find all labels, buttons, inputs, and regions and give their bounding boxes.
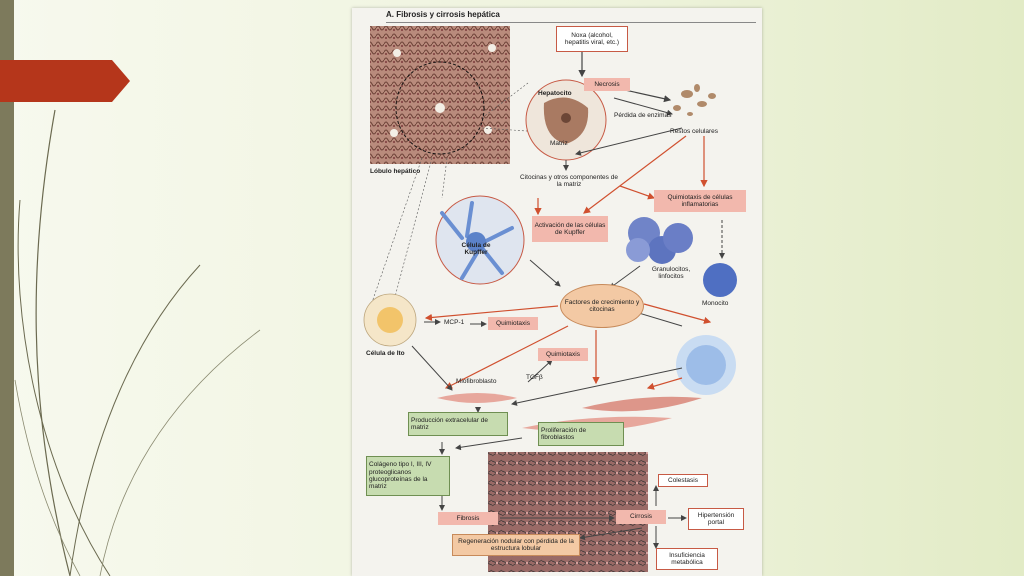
box-quimiotaxis-2: Quimiotaxis [538,348,588,361]
label-celula-kupffer: Célula de Kupffer [461,242,491,257]
lobule-tissue-image [370,26,510,164]
label-restos: Restos celulares [670,128,719,135]
box-hipertension: Hipertensión portal [688,508,744,530]
box-cirrosis: Cirrosis [616,510,666,524]
textbook-figure-page: A. Fibrosis y cirrosis hepática [352,8,762,576]
title-rule [386,22,756,23]
label-lobulo: Lóbulo hepático [370,168,421,175]
box-factores: Factores de crecimiento y citocinas [560,284,644,328]
box-produccion: Producción extracelular de matriz [408,412,508,436]
label-citocinas: Citocinas y otros componentes de la matr… [520,174,618,189]
label-granulocitos: Granulocitos, linfocitos [651,266,691,281]
box-proliferacion: Proliferación de fibroblastos [538,422,624,446]
box-fibrosis: Fibrosis [438,512,498,525]
label-monocito: Monocito [702,300,729,307]
label-hepatocito: Hepatocito [538,90,572,97]
box-necrosis: Necrosis [584,78,630,91]
label-matriz: Matriz [550,140,568,147]
figure-title: A. Fibrosis y cirrosis hepática [386,10,500,19]
box-activacion-kupffer: Activación de las células de Kupffer [532,216,608,242]
label-miofibroblasto: Miofibroblasto [456,378,497,385]
decorative-swooshes [14,109,261,576]
slide-side-bar [0,0,14,576]
label-perdida-enzimas: Pérdida de enzimas [614,112,672,119]
label-celula-ito: Célula de Ito [366,350,405,357]
box-colageno: Colágeno tipo I, III, IV proteoglicanos … [366,456,450,496]
box-insuficiencia: Insuficiencia metabólica [656,548,718,570]
box-quimiotaxis-1: Quimiotaxis [488,317,538,330]
box-colestasis: Colestasis [658,474,708,487]
box-noxa: Noxa (alcohol, hepatitis viral, etc.) [556,26,628,52]
box-regeneracion: Regeneración nodular con pérdida de la e… [452,534,580,556]
label-mcp1: MCP-1 [444,319,465,326]
box-quimiotaxis-inflam: Quimiotaxis de células inflamatorias [654,190,746,212]
slide-arrow-tag [0,60,130,102]
label-tgfb: TGFβ [526,374,543,381]
